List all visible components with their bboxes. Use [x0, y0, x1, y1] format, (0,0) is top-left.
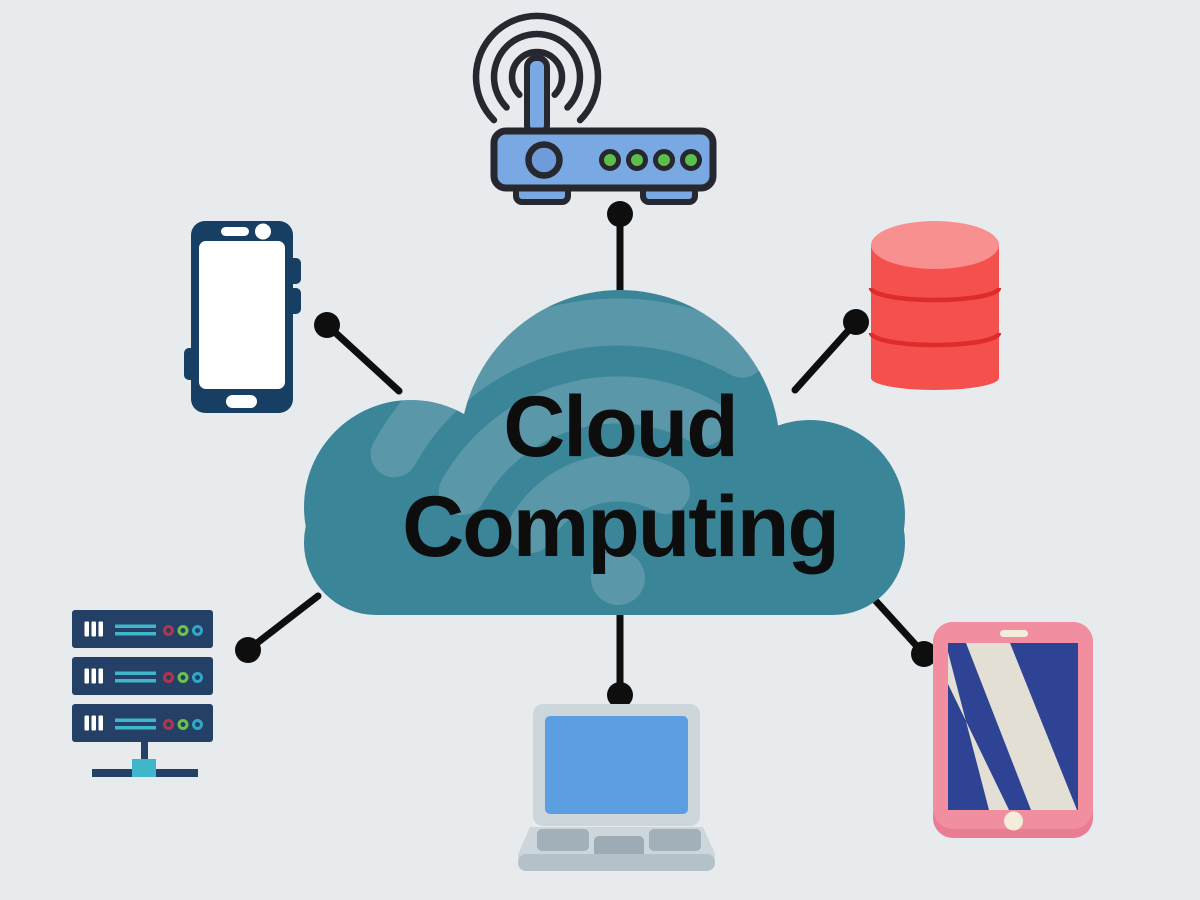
connector-smartphone [314, 312, 403, 395]
connector-database [791, 309, 869, 394]
laptop-base-edge [518, 854, 715, 871]
database-top [871, 221, 999, 269]
page-title: Cloud Computing [320, 377, 920, 577]
server-stand-hub [132, 759, 156, 777]
laptop-trackpad [594, 836, 644, 857]
router-port-circle [525, 141, 563, 179]
router-antenna [524, 55, 550, 137]
connector-servers [235, 592, 322, 663]
tablet-home-button [1004, 811, 1023, 831]
database-icon [868, 221, 1002, 390]
laptop-keyboard [537, 829, 589, 851]
wifi-signal-watermark-icon [370, 298, 766, 605]
title-line-1: Cloud [503, 379, 739, 475]
phone-home-button [226, 395, 257, 408]
connector-dot [843, 309, 869, 335]
server-stand-pole [141, 742, 148, 764]
phone-speaker [221, 227, 249, 236]
router-signal-arcs [472, 12, 602, 124]
connector-dot [607, 682, 633, 708]
server-rack-icon [72, 610, 213, 777]
phone-screen [199, 241, 285, 389]
connector-dot [314, 312, 340, 338]
server-unit [72, 610, 213, 648]
connector-dot [235, 637, 261, 663]
database-body [871, 245, 999, 390]
database-separators [868, 287, 1002, 348]
connector-router [607, 201, 633, 296]
wifi-router-icon [472, 12, 717, 205]
smartphone-icon [184, 221, 301, 413]
laptop-keyboard [649, 829, 701, 851]
title-line-2: Computing [402, 479, 840, 575]
laptop-screen [545, 716, 688, 814]
tablet-icon [933, 622, 1093, 838]
connector-laptop [607, 608, 633, 708]
server-unit [72, 657, 213, 695]
tablet-speaker [1000, 630, 1028, 637]
cloud-shape [304, 290, 905, 615]
router-led-lights [599, 149, 702, 171]
laptop-icon [518, 704, 715, 871]
connector-dot [607, 201, 633, 227]
connector-dot [911, 641, 937, 667]
tablet-screen-glare [948, 643, 1077, 810]
server-unit [72, 704, 213, 742]
phone-camera [255, 223, 271, 240]
